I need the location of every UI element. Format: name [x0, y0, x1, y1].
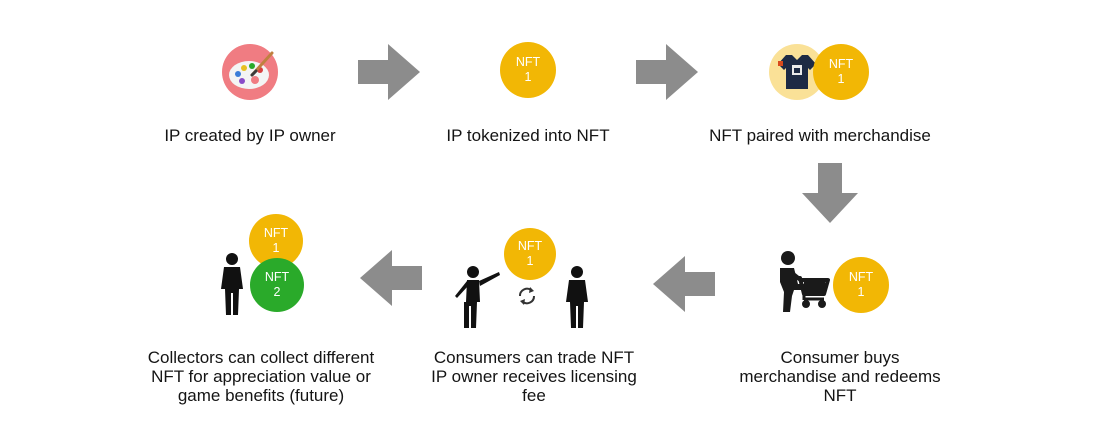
step-2-caption: IP tokenized into NFT: [446, 126, 610, 145]
arrow-right-icon: [358, 44, 420, 100]
step-4-caption: Consumer buys merchandise and redeems NF…: [739, 348, 941, 405]
shopping-cart-person-icon: [780, 251, 830, 312]
step-6-caption: Collectors can collect different NFT for…: [147, 348, 375, 405]
swap-cycle-icon: [519, 287, 535, 305]
person-icon: [221, 253, 243, 315]
step-5-caption: Consumers can trade NFT IP owner receive…: [431, 348, 637, 405]
arrow-left-icon: [360, 250, 422, 306]
arrow-left-icon: [653, 256, 715, 312]
step-3-caption: NFT paired with merchandise: [709, 126, 931, 145]
arrow-right-icon: [636, 44, 698, 100]
tshirt-icon: [778, 55, 816, 89]
arrow-down-icon: [802, 163, 858, 223]
step-1-caption: IP created by IP owner: [164, 126, 336, 145]
person-icon: [455, 266, 500, 328]
palette-icon: [222, 44, 278, 100]
person-icon: [566, 266, 588, 328]
